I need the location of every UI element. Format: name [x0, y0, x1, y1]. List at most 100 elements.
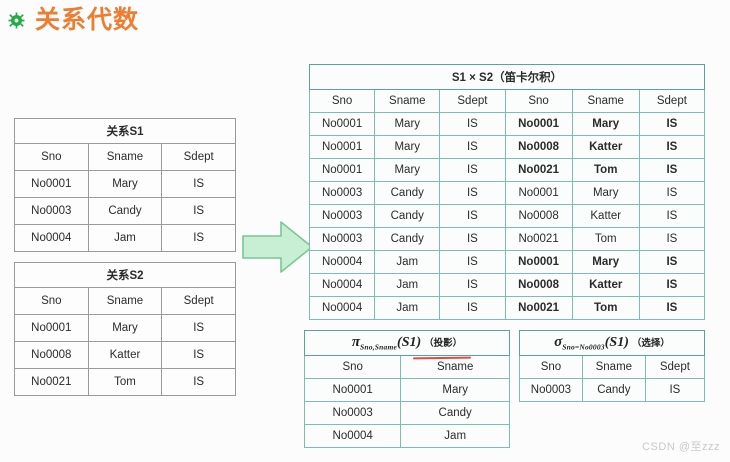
- cell-sdept: IS: [644, 378, 706, 402]
- cell-sdept: IS: [161, 368, 236, 396]
- table-caption: 关系S2: [14, 262, 236, 288]
- cell-s1-sdept: IS: [439, 273, 506, 297]
- table-row: No0003 Candy IS No0001 Mary IS: [308, 181, 706, 205]
- column-header-sno: Sno: [14, 287, 89, 315]
- cell-sname: Mary: [87, 170, 163, 198]
- selection-relation: (S1): [604, 335, 629, 351]
- table-caption-row: 关系S1: [14, 118, 236, 144]
- table-header-row: Sno Sname Sdept Sno Sname Sdept: [308, 89, 706, 113]
- cell-s2-sname: Tom: [571, 296, 640, 320]
- cell-s2-sno: No0008: [504, 135, 573, 159]
- column-header-sname: Sname: [400, 355, 510, 379]
- column-header-s1-sdept: Sdept: [439, 89, 506, 113]
- cell-s1-sname: Candy: [374, 204, 441, 228]
- column-header-sdept: Sdept: [161, 287, 236, 315]
- cell-s1-sdept: IS: [439, 158, 506, 182]
- cell-sno: No0003: [14, 197, 89, 225]
- projection-label: （投影）: [424, 338, 463, 350]
- cell-sdept: IS: [161, 197, 236, 225]
- cell-sno: No0008: [14, 341, 89, 369]
- cell-sname: Jam: [87, 224, 163, 252]
- cell-s1-sname: Mary: [374, 158, 441, 182]
- projection-subscript: Sno,Sname: [360, 342, 398, 352]
- table-caption-row: S1 × S2（笛卡尔积）: [309, 64, 705, 90]
- page-title-text: 关系代数: [35, 6, 140, 34]
- cell-s1-sno: No0003: [308, 181, 376, 205]
- cell-s1-sno: No0001: [308, 112, 376, 136]
- selection-label: （选择）: [631, 338, 670, 350]
- cell-s2-sname: Mary: [571, 112, 640, 136]
- cell-s2-sname: Tom: [571, 158, 640, 182]
- column-header-s1-sname: Sname: [374, 89, 441, 113]
- cell-s2-sdept: IS: [638, 181, 706, 205]
- column-header-sname: Sname: [581, 355, 646, 379]
- table-row: No0004 Jam IS No0021 Tom IS: [308, 296, 706, 320]
- cell-sno: No0001: [303, 378, 402, 402]
- page-title: 关系代数: [8, 8, 139, 33]
- table-row: No0004 Jam IS No0008 Katter IS: [308, 273, 706, 297]
- cell-s1-sno: No0001: [308, 135, 376, 159]
- table-caption: S1 × S2（笛卡尔积）: [309, 64, 705, 90]
- cell-sno: No0001: [14, 170, 89, 198]
- table-row: No0003 Candy IS No0008 Katter IS: [308, 204, 706, 228]
- table-row: No0004 Jam IS No0001 Mary IS: [308, 250, 706, 274]
- cell-sdept: IS: [161, 224, 236, 252]
- cell-sname: Tom: [87, 368, 163, 396]
- cell-s2-sno: No0021: [504, 296, 573, 320]
- cell-s2-sdept: IS: [638, 135, 706, 159]
- cell-s1-sdept: IS: [439, 250, 506, 274]
- table-row: No0001 Mary IS No0008 Katter IS: [308, 135, 706, 159]
- cell-s1-sdept: IS: [439, 135, 506, 159]
- cell-s2-sno: No0001: [504, 250, 573, 274]
- cell-sno: No0021: [14, 368, 89, 396]
- cell-sno: No0003: [519, 378, 583, 402]
- cell-sname: Candy: [87, 197, 163, 225]
- formula-expression: πSno,Sname(S1)（投影）: [352, 334, 463, 352]
- cell-sname: Candy: [400, 401, 510, 425]
- table-row: No0001 Mary IS: [14, 170, 236, 198]
- cell-s2-sdept: IS: [638, 158, 706, 182]
- cell-s1-sdept: IS: [439, 227, 506, 251]
- column-header-sno: Sno: [14, 143, 89, 171]
- table-row: No0021 Tom IS: [14, 368, 236, 396]
- projection-relation: (S1): [397, 335, 422, 351]
- column-header-s1-sno: Sno: [308, 89, 376, 113]
- selection-subscript: Sno=No0003: [562, 342, 605, 352]
- red-highlight-mark-icon: [413, 356, 472, 360]
- cell-s2-sname: Tom: [571, 227, 640, 251]
- table-caption: 关系S1: [14, 118, 236, 144]
- column-header-sdept: Sdept: [644, 355, 706, 379]
- cell-s2-sdept: IS: [638, 250, 706, 274]
- cell-s1-sname: Jam: [374, 273, 441, 297]
- column-header-sname: Sname: [87, 287, 163, 315]
- cell-s1-sdept: IS: [439, 181, 506, 205]
- cell-s2-sname: Katter: [571, 204, 640, 228]
- table-row: No0004 Jam: [303, 424, 510, 448]
- cell-s1-sno: No0003: [308, 204, 376, 228]
- selection-operator-symbol: σ: [554, 334, 563, 351]
- cell-s1-sno: No0004: [308, 296, 376, 320]
- table-row: No0008 Katter IS: [14, 341, 236, 369]
- table-row: No0004 Jam IS: [14, 224, 236, 252]
- cell-s1-sdept: IS: [439, 296, 506, 320]
- cell-s2-sdept: IS: [638, 296, 706, 320]
- cell-s2-sname: Katter: [571, 273, 640, 297]
- cell-s2-sdept: IS: [638, 227, 706, 251]
- cell-s1-sno: No0003: [308, 227, 376, 251]
- cell-sname: Mary: [400, 378, 510, 402]
- cell-s2-sdept: IS: [638, 112, 706, 136]
- table-row: No0003 Candy IS No0021 Tom IS: [308, 227, 706, 251]
- projection-formula: πSno,Sname(S1)（投影）: [304, 330, 510, 356]
- cell-sno: No0001: [14, 314, 89, 342]
- cell-s2-sno: No0021: [504, 158, 573, 182]
- table-header-row: Sno Sname Sdept: [14, 287, 236, 315]
- column-header-sno: Sno: [303, 355, 402, 379]
- cell-sdept: IS: [161, 170, 236, 198]
- cell-s1-sname: Jam: [374, 250, 441, 274]
- cell-s1-sdept: IS: [439, 204, 506, 228]
- table-header-row: Sno Sname Sdept: [519, 355, 706, 379]
- cell-s1-sdept: IS: [439, 112, 506, 136]
- column-header-sno: Sno: [519, 355, 583, 379]
- column-header-sname: Sname: [87, 143, 163, 171]
